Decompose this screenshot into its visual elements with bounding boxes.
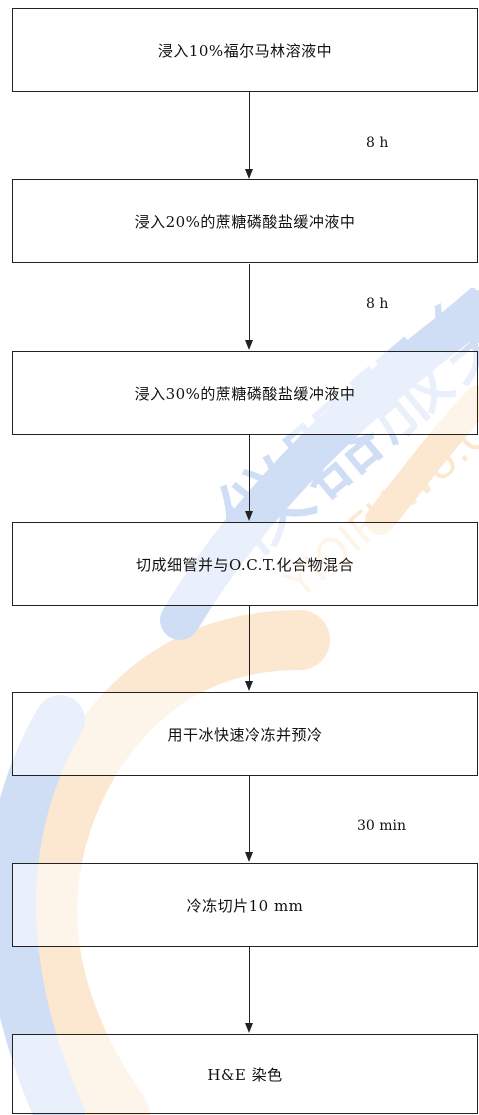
connector-3-line <box>249 435 250 512</box>
connector-2-line <box>249 264 250 341</box>
step-6-box: 冷冻切片10 mm <box>12 863 478 947</box>
connector-1-time: 8 h <box>366 135 389 151</box>
step-4-label: 切成细管并与O.C.T.化合物混合 <box>136 555 354 574</box>
step-7-label: H&E 染色 <box>207 1065 283 1084</box>
connector-1-arrow-icon <box>245 169 253 179</box>
connector-6-line <box>249 947 250 1024</box>
connector-1-line <box>249 92 250 170</box>
connector-4-arrow-icon <box>245 681 253 691</box>
connector-6-arrow-icon <box>245 1023 253 1033</box>
connector-4-line <box>249 606 250 682</box>
step-7-box: H&E 染色 <box>12 1034 478 1114</box>
connector-5-arrow-icon <box>245 852 253 862</box>
step-1-box: 浸入10%福尔马林溶液中 <box>12 8 478 92</box>
step-1-label: 浸入10%福尔马林溶液中 <box>157 41 333 60</box>
connector-5-time: 30 min <box>357 818 407 834</box>
step-5-label: 用干冰快速冷冻并预冷 <box>167 725 323 744</box>
step-4-box: 切成细管并与O.C.T.化合物混合 <box>12 522 478 606</box>
connector-2-time: 8 h <box>366 296 389 312</box>
step-6-label: 冷冻切片10 mm <box>186 896 304 915</box>
step-3-box: 浸入30%的蔗糖磷酸盐缓冲液中 <box>12 351 478 435</box>
step-2-label: 浸入20%的蔗糖磷酸盐缓冲液中 <box>134 212 356 231</box>
step-3-label: 浸入30%的蔗糖磷酸盐缓冲液中 <box>134 384 356 403</box>
step-2-box: 浸入20%的蔗糖磷酸盐缓冲液中 <box>12 179 478 263</box>
connector-3-arrow-icon <box>245 511 253 521</box>
connector-5-line <box>249 776 250 853</box>
connector-2-arrow-icon <box>245 340 253 350</box>
step-5-box: 用干冰快速冷冻并预冷 <box>12 692 478 776</box>
